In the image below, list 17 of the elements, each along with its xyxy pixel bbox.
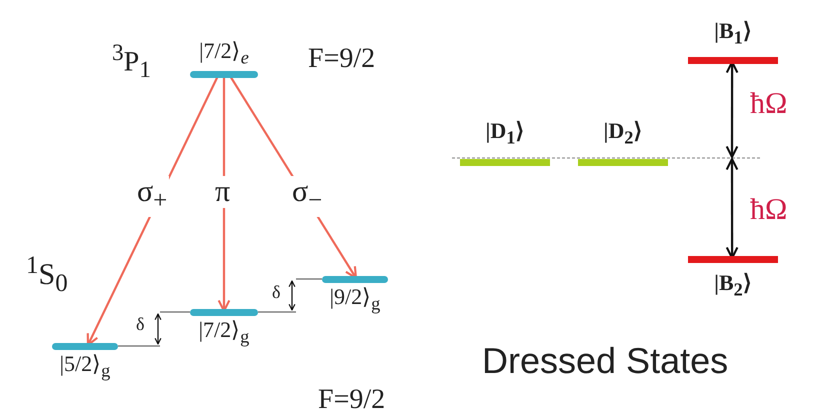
state-label: |D$_{2}$⟩	[604, 117, 642, 150]
state-label: |B$_{2}$⟩	[714, 269, 752, 302]
quantum-number-label: F=9/2	[308, 42, 376, 76]
quantum-number-label: F=9/2	[318, 383, 386, 417]
edge-label: σ$_{+}$	[135, 176, 170, 217]
detuning-label: δ	[272, 281, 280, 304]
state-label: |7/2⟩$_{e}$	[199, 37, 249, 70]
state-label: |D$_{1}$⟩	[486, 117, 524, 150]
state-label: |7/2⟩$_{g}$	[198, 316, 250, 348]
state-label: |B$_{1}$⟩	[714, 17, 752, 50]
edge-label: π	[213, 176, 232, 208]
term-symbol: $^{1}$S$_{0}$	[26, 251, 68, 299]
caption: Dressed States	[482, 340, 728, 382]
term-symbol: $^{3}$P$_{1}$	[112, 39, 151, 85]
state-label: |9/2⟩$_{g}$	[330, 283, 380, 316]
detuning-label: δ	[136, 313, 144, 336]
state-label: |5/2⟩$_{g}$	[60, 350, 110, 382]
